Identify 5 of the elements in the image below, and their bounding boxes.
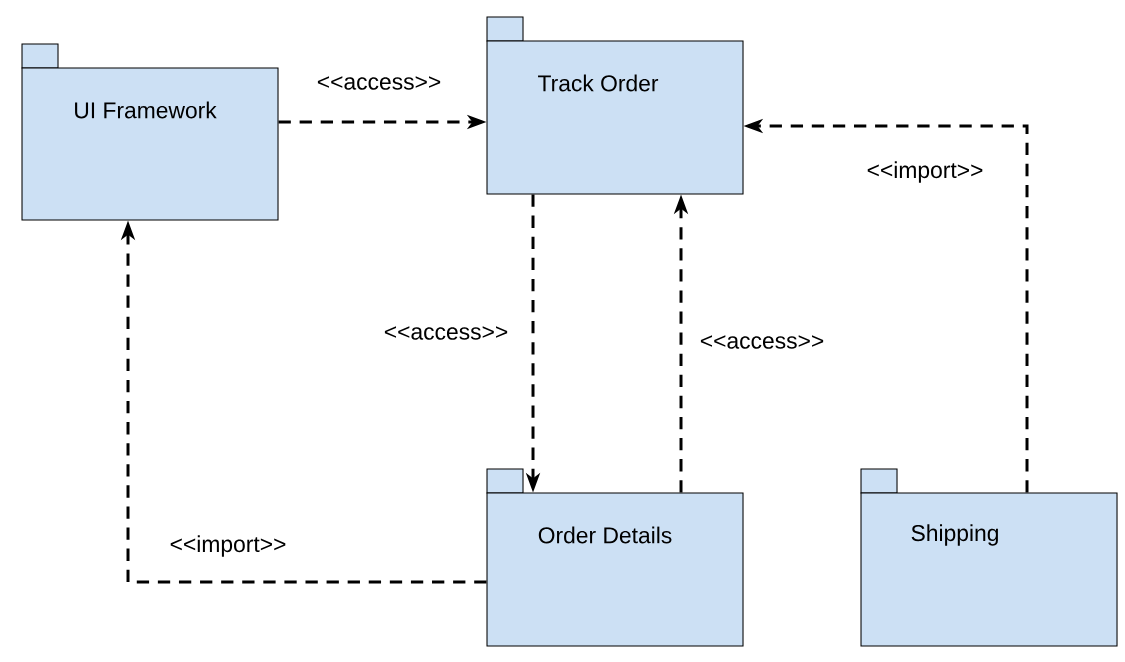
edge-label: <<access>> [698,333,826,351]
edge-label: <<access>> [382,324,510,342]
edge-label: <<import>> [167,533,289,559]
edge-label: <<import>> [864,159,986,185]
edge-label: <<access>> [315,74,443,92]
